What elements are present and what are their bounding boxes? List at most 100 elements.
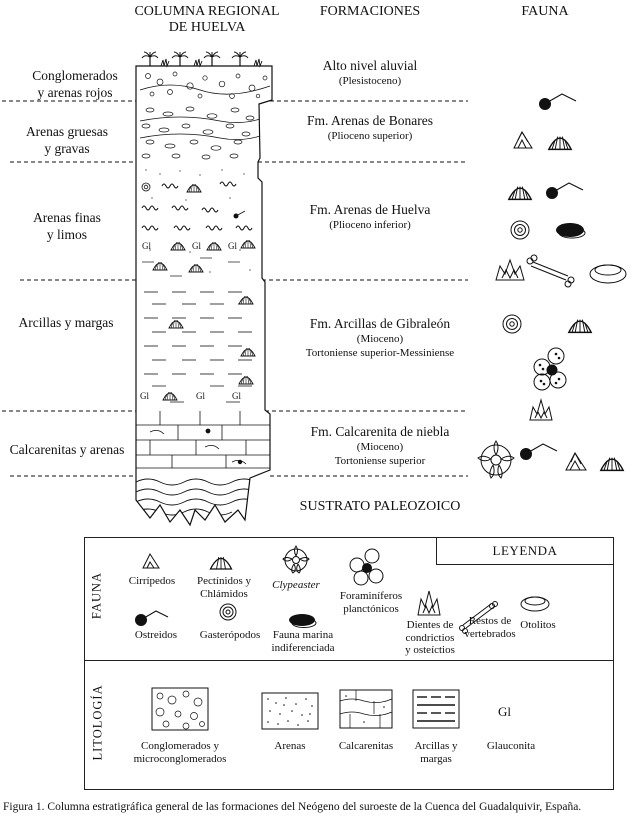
legend-label-gasteropodos: Gasterópodos bbox=[190, 629, 270, 642]
legend-calcarenitas-swatch bbox=[339, 689, 393, 729]
lithology-label-line: Arenas gruesas bbox=[25, 124, 109, 139]
legend-otolitos-icon bbox=[520, 596, 550, 612]
lithology-label-line: y arenas rojos bbox=[37, 85, 113, 100]
legend-label-foraminiferos: Foraminíferos planctónicos bbox=[328, 590, 414, 615]
legend-foraminiferos-icon bbox=[349, 548, 384, 586]
legend-label-dientes: Dientes de condrictios y osteíctios bbox=[390, 619, 470, 657]
glyph-gl: Gl bbox=[140, 391, 149, 401]
legend-label-arcillas: Arcillas y margas bbox=[404, 740, 468, 765]
fauna-clypeaster-icon bbox=[477, 440, 515, 479]
grass-icon bbox=[193, 58, 203, 67]
lithology-label-line: Arenas finas bbox=[33, 210, 101, 225]
legend-label-line: y osteíctios bbox=[405, 644, 455, 656]
formation-age: Tortoniense superior-Messiniense bbox=[305, 347, 455, 359]
formation-name: Fm. Calcarenita de niebla bbox=[310, 424, 450, 439]
unit-conglomerados-rojos bbox=[139, 71, 271, 99]
fauna-dientes-icon bbox=[495, 258, 525, 281]
legend-label-clypeaster: Clypeaster bbox=[256, 579, 336, 592]
legend-restos-icon bbox=[459, 601, 498, 634]
legend-label-line: Fauna marina bbox=[272, 629, 334, 641]
legend-label-line: Cirrípedos bbox=[128, 575, 176, 587]
legend-title: LEYENDA bbox=[436, 538, 613, 565]
unit-calcarenitas bbox=[136, 411, 270, 469]
fauna-restos-vertebrados-icon bbox=[526, 254, 575, 288]
lithology-label-conglomerados: Conglomerados y arenas rojos bbox=[10, 67, 140, 101]
legend-glauconita-glyph: Gl bbox=[498, 704, 511, 719]
legend-cirripedos-icon bbox=[142, 552, 160, 569]
glauconite-glyphs: Gl Gl Gl Gl Gl Gl bbox=[140, 241, 241, 401]
unit-arcillas-margas bbox=[144, 291, 252, 403]
formation-name: Fm. Arcillas de Gibraleón bbox=[309, 316, 451, 331]
legend-label-line: Pectínidos y bbox=[196, 575, 252, 587]
column-fill bbox=[136, 71, 272, 516]
lithology-label-line: y limos bbox=[46, 227, 88, 242]
grass-icon bbox=[160, 58, 170, 67]
legend-label-restos: Restos de vertebrados bbox=[454, 615, 526, 640]
formation-niebla: Fm. Calcarenita de niebla (Mioceno) Tort… bbox=[282, 424, 478, 468]
legend-label-calcarenitas: Calcarenitas bbox=[330, 740, 402, 753]
legend-label-line: margas bbox=[420, 752, 452, 765]
formation-age: Tortoniense superior bbox=[334, 455, 426, 467]
stratigraphic-column-diagram: Gl Gl Gl Gl Gl Gl bbox=[2, 51, 627, 527]
legend-label-line: Arenas bbox=[274, 740, 306, 752]
unit-arenas-gruesas bbox=[139, 106, 261, 160]
legend-label-ostreidos: Ostreidos bbox=[116, 629, 196, 642]
legend-label-line: Calcarenitas bbox=[338, 740, 394, 752]
formation-alto-nivel: Alto nivel aluvial (Plesistoceno) bbox=[282, 58, 458, 88]
formation-age: (Mioceno) bbox=[356, 441, 404, 453]
legend-label-line: Gasterópodos bbox=[199, 629, 261, 641]
formation-age: (Plioceno inferior) bbox=[329, 219, 411, 231]
fauna-pectinidos-icon bbox=[548, 135, 572, 151]
legend-label-conglomerados: Conglomerados y microconglomerados bbox=[120, 740, 240, 765]
legend-label-line: Ostreidos bbox=[134, 629, 178, 641]
fauna-ostreidos-icon bbox=[520, 443, 558, 460]
lithology-label-arenas-finas: Arenas finas y limos bbox=[10, 209, 124, 243]
legend-label-line: vertebrados bbox=[464, 627, 516, 640]
legend-icons: Gl bbox=[135, 545, 550, 731]
fauna-pectinidos-icon bbox=[568, 318, 592, 334]
legend-label-line: Foraminíferos bbox=[339, 590, 403, 602]
palm-icon bbox=[203, 51, 221, 67]
column-header: COLUMNA REGIONAL DE HUELVA bbox=[118, 4, 296, 36]
legend-dientes-icon bbox=[417, 590, 441, 616]
legend-clypeaster-icon bbox=[282, 545, 310, 574]
legend-label-glauconita: Glauconita bbox=[476, 740, 546, 753]
legend-conglomerados-swatch bbox=[151, 687, 209, 731]
lithology-label-arenas-gruesas: Arenas gruesas y gravas bbox=[10, 123, 124, 157]
formation-age: (Mioceno) bbox=[356, 333, 404, 345]
legend-label-fauna-marina: Fauna marina indiferenciada bbox=[258, 629, 348, 654]
legend-label-pectinidos: Pectínidos y Chlámidos bbox=[184, 575, 264, 600]
legend-label-line: indiferenciada bbox=[271, 641, 335, 654]
fauna-ostreidos-icon bbox=[546, 182, 584, 199]
formation-age: (Plesistoceno) bbox=[338, 75, 402, 87]
boundary-lines bbox=[2, 100, 468, 477]
fauna-pectinidos-icon bbox=[600, 456, 624, 472]
fauna-otolitos-icon bbox=[589, 264, 627, 284]
palm-icon bbox=[171, 51, 189, 67]
legend-label-line: Restos de bbox=[468, 615, 512, 627]
legend-arenas-swatch bbox=[261, 692, 319, 730]
column-outline bbox=[135, 65, 273, 527]
formation-name: Fm. Arenas de Huelva bbox=[309, 202, 431, 217]
lithology-label-line: y gravas bbox=[44, 141, 90, 156]
lithology-label-line: Conglomerados bbox=[32, 68, 118, 83]
column-header-line2: DE HUELVA bbox=[168, 20, 246, 35]
formation-huelva: Fm. Arenas de Huelva (Plioceno inferior) bbox=[282, 202, 458, 232]
lithology-label-line: Calcarenitas y arenas bbox=[9, 442, 125, 457]
legend-label-arenas: Arenas bbox=[256, 740, 324, 753]
fauna-gasteropodos-icon bbox=[510, 220, 530, 240]
legend-label-line: planctónicos bbox=[343, 602, 399, 615]
fauna-cirripedos-icon bbox=[565, 452, 587, 471]
legend-box bbox=[84, 537, 614, 790]
palm-icon bbox=[231, 51, 249, 67]
legend-label-otolitos: Otolitos bbox=[510, 619, 566, 632]
unit-arenas-finas bbox=[141, 169, 256, 277]
fauna-pectinidos-icon bbox=[508, 185, 532, 201]
legend-label-line: Arcillas y bbox=[414, 740, 458, 752]
legend-label-line: Conglomerados y bbox=[141, 740, 219, 752]
legend-label-cirripedos: Cirrípedos bbox=[112, 575, 192, 588]
legend-label-line: Otolitos bbox=[520, 619, 556, 631]
formation-gibraleon: Fm. Arcillas de Gibraleón (Mioceno) Tort… bbox=[282, 316, 478, 360]
legend-label-line: microconglomerados bbox=[133, 752, 227, 765]
fauna-foraminiferos-icon bbox=[533, 347, 567, 391]
